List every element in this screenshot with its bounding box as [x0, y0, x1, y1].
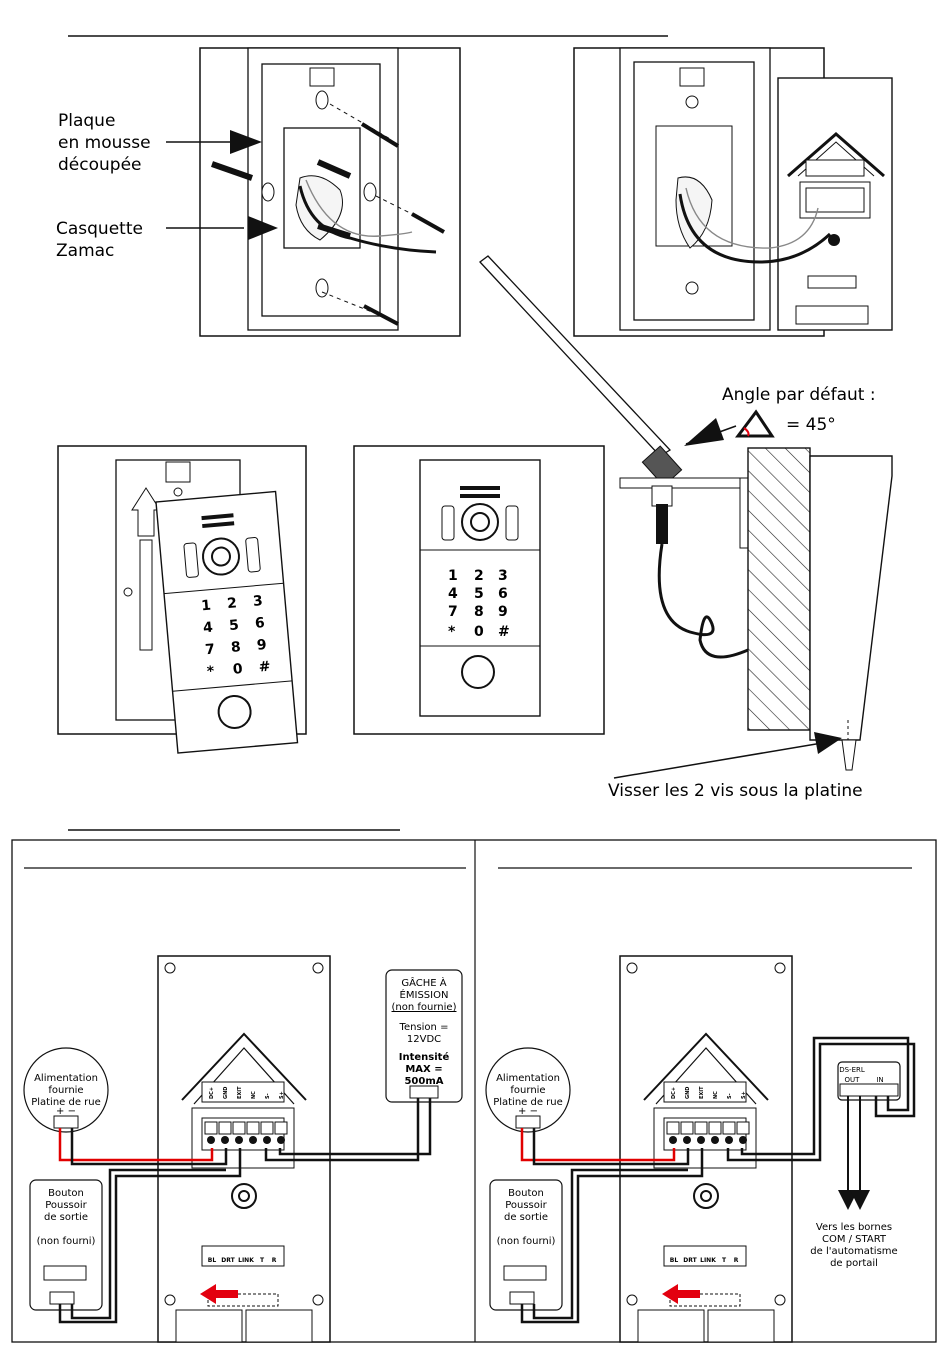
keypad-step4-key-1: 2 — [474, 568, 484, 584]
status-label-right-2: LINK — [700, 1257, 716, 1264]
antenna-wall-detail — [479, 255, 893, 779]
keypad-step3-key-9: * — [206, 664, 215, 681]
keypad-step3-key-7: 8 — [230, 639, 241, 656]
right-button-note: (non fourni) — [497, 1236, 556, 1247]
terminal-label-left-0: DC+ — [209, 1087, 215, 1099]
right-module-name: DS-ERL — [839, 1066, 865, 1074]
keypad-step3-key-0: 1 — [201, 598, 212, 615]
left-button-line-1: Bouton — [48, 1188, 84, 1199]
status-label-right-3: T — [722, 1257, 727, 1264]
keypad-step4-key-4: 5 — [474, 586, 484, 602]
right-module-out: OUT — [845, 1076, 861, 1084]
left-button-note: (non fourni) — [37, 1236, 96, 1247]
terminal-label-right-5: S+ — [741, 1091, 747, 1099]
terminal-label-right-0: DC+ — [671, 1087, 677, 1099]
step4-panel-installed — [353, 445, 605, 735]
right-power-line-1: Alimentation — [496, 1073, 560, 1084]
right-power-line-2: fournie — [510, 1085, 545, 1096]
left-strike-note: (non fournie) — [392, 1002, 457, 1013]
right-wiring-panel — [485, 955, 916, 1343]
status-label-left-1: DRT — [221, 1257, 235, 1264]
left-power-line-3: Platine de rue — [31, 1097, 101, 1108]
keypad-step4-key-9: * — [448, 624, 456, 640]
left-power-polarity: + − — [56, 1106, 76, 1117]
terminal-label-left-5: S+ — [279, 1091, 285, 1099]
keypad-step4-key-11: # — [498, 624, 510, 640]
keypad-step3-key-1: 2 — [226, 595, 237, 612]
right-bornes-line-1: Vers les bornes — [816, 1222, 892, 1233]
keypad-step4-key-7: 8 — [474, 604, 484, 620]
keypad-step4-key-2: 3 — [498, 568, 508, 584]
left-current-line-2: MAX = — [405, 1064, 442, 1075]
status-label-left-0: BL — [208, 1257, 217, 1264]
angle-label: Angle par défaut : — [722, 385, 876, 405]
left-button-line-2: Poussoir — [45, 1200, 87, 1211]
keypad-step3-key-10: 0 — [232, 661, 243, 678]
status-label-right-4: R — [734, 1257, 739, 1264]
terminal-label-left-2: EXIT — [237, 1086, 243, 1099]
step3-panel-hook — [57, 445, 307, 754]
left-tension-line-1: Tension = — [399, 1022, 449, 1033]
keypad-step4-key-6: 7 — [448, 604, 458, 620]
keypad-step3-key-3: 4 — [202, 620, 213, 637]
left-strike-line-2: ÉMISSION — [400, 988, 449, 1001]
plaque-label-2: en mousse — [58, 133, 151, 153]
right-power-polarity: + − — [518, 1106, 538, 1117]
keypad-step3-key-11: # — [258, 659, 271, 676]
keypad-step3-key-8: 9 — [256, 637, 267, 654]
terminal-label-right-3: NC — [713, 1091, 719, 1099]
left-tension-line-2: 12VDC — [407, 1034, 441, 1045]
left-current-line-3: 500mA — [404, 1076, 443, 1087]
terminal-label-left-3: NC — [251, 1091, 257, 1099]
right-power-line-3: Platine de rue — [493, 1097, 563, 1108]
left-wiring-panel — [23, 955, 463, 1343]
left-current-line-1: Intensité — [399, 1051, 450, 1063]
terminal-label-left-1: GND — [223, 1087, 229, 1099]
status-label-left-4: R — [272, 1257, 277, 1264]
left-strike-line-1: GÂCHE À — [401, 976, 446, 989]
angle-value: = 45° — [786, 415, 836, 435]
keypad-step4-key-10: 0 — [474, 624, 484, 640]
keypad-step4-key-0: 1 — [448, 568, 458, 584]
keypad-step3-key-4: 5 — [228, 617, 239, 634]
plaque-label-1: Plaque — [58, 111, 115, 131]
terminal-label-left-4: S- — [265, 1093, 271, 1099]
right-bornes-line-3: de l'automatisme — [810, 1246, 897, 1257]
right-button-line-2: Poussoir — [505, 1200, 547, 1211]
keypad-step3-key-6: 7 — [204, 641, 215, 658]
terminal-label-right-4: S- — [727, 1093, 733, 1099]
right-bornes-line-4: de portail — [830, 1258, 878, 1269]
casquette-label-2: Zamac — [56, 241, 114, 261]
screw-label: Visser les 2 vis sous la platine — [608, 781, 863, 801]
right-button-line-1: Bouton — [508, 1188, 544, 1199]
keypad-step4-key-3: 4 — [448, 586, 458, 602]
terminal-label-right-2: EXIT — [699, 1086, 705, 1099]
plaque-label-3: découpée — [58, 155, 141, 175]
left-power-line-2: fournie — [48, 1085, 83, 1096]
wiring-frame — [11, 839, 937, 1343]
status-label-right-0: BL — [670, 1257, 679, 1264]
step1-mounting-box — [166, 47, 461, 337]
status-label-left-2: LINK — [238, 1257, 254, 1264]
keypad-step3-key-2: 3 — [252, 593, 263, 610]
status-label-left-3: T — [260, 1257, 265, 1264]
right-button-line-3: de sortie — [504, 1212, 548, 1223]
left-button-line-3: de sortie — [44, 1212, 88, 1223]
right-module-in: IN — [876, 1076, 883, 1084]
left-power-line-1: Alimentation — [34, 1073, 98, 1084]
step2-wiring-box — [573, 47, 893, 337]
keypad-step3-key-5: 6 — [254, 615, 265, 632]
right-bornes-line-2: COM / START — [822, 1234, 887, 1245]
terminal-label-right-1: GND — [685, 1087, 691, 1099]
keypad-step4-key-8: 9 — [498, 604, 508, 620]
keypad-step4-key-5: 6 — [498, 586, 508, 602]
casquette-label-1: Casquette — [56, 219, 143, 239]
status-label-right-1: DRT — [683, 1257, 697, 1264]
